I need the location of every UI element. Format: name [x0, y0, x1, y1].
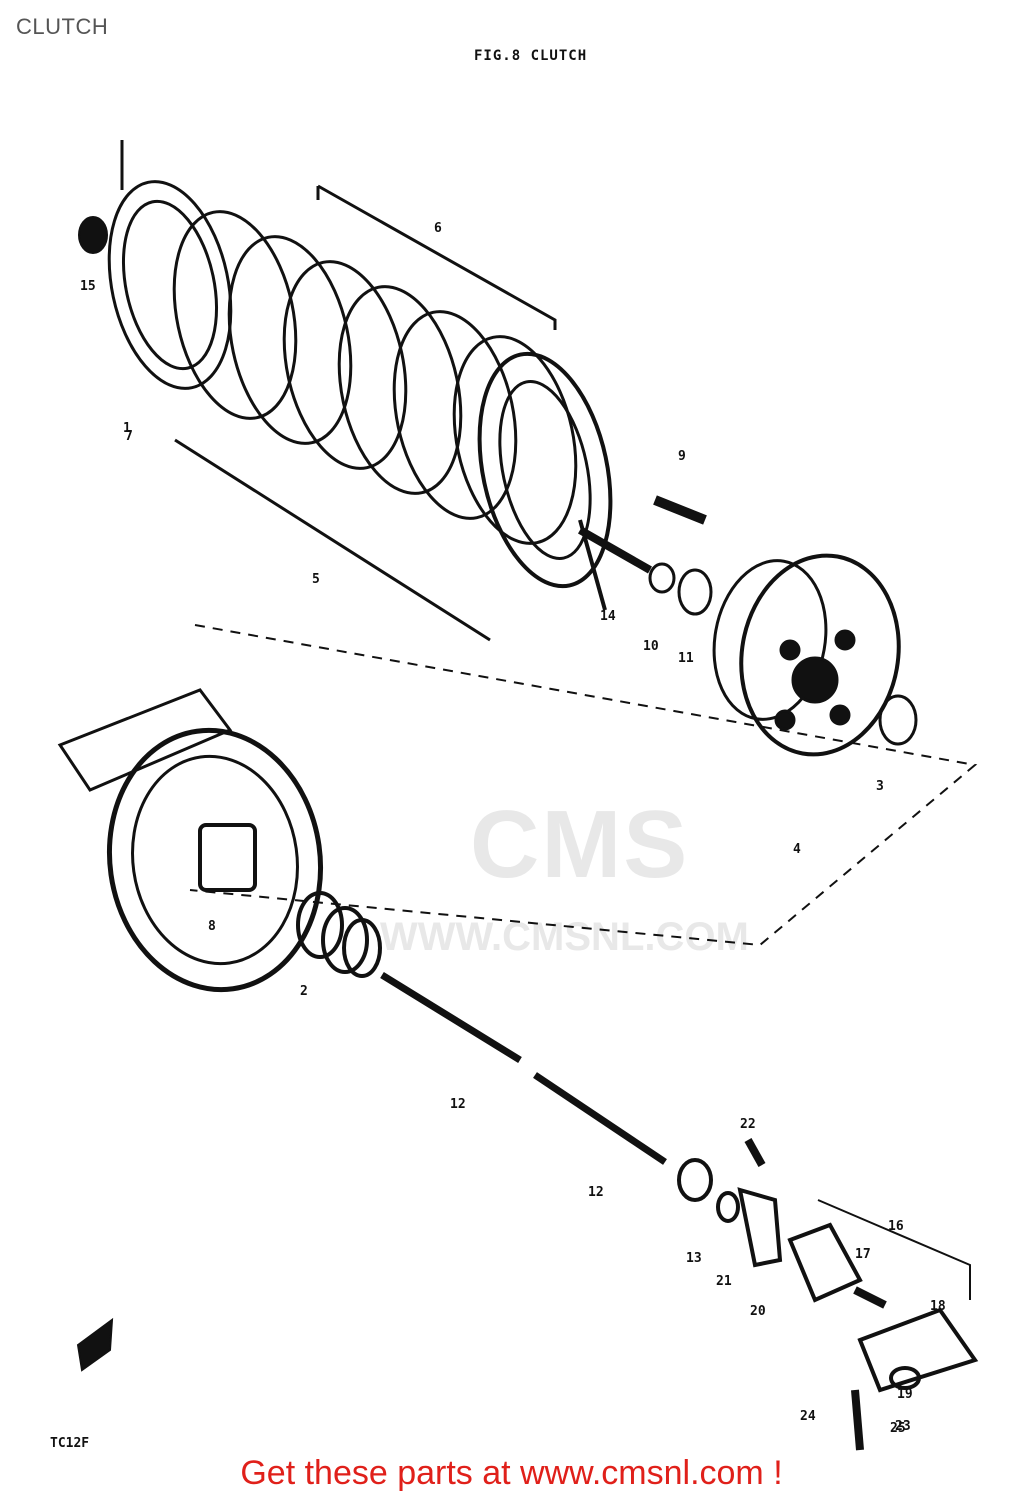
callout: 7: [125, 429, 133, 444]
callout: 19: [897, 1387, 913, 1402]
release-arm-20: [737, 1187, 783, 1268]
watermark-url: WWW.CMSNL.COM: [380, 915, 749, 959]
part-15: [78, 216, 108, 254]
clutch-plate-5: [392, 310, 518, 520]
callout: 1: [123, 421, 131, 436]
figure-title: FIG.8 CLUTCH: [474, 48, 588, 64]
callout: 17: [855, 1247, 871, 1262]
clutch-plate-1: [172, 210, 298, 420]
clutch-plate-7: [477, 351, 613, 589]
bolt-22: [744, 1138, 766, 1167]
ring-2a: [296, 891, 344, 959]
callout: 3: [876, 779, 884, 794]
callout: 13: [686, 1251, 702, 1266]
release-screw-18: [857, 1307, 979, 1393]
callout: 15: [80, 279, 96, 294]
callout: 16: [888, 1219, 904, 1234]
clutch-plate-2: [227, 235, 353, 445]
oil-seal-13: [677, 1158, 713, 1202]
washer-3: [878, 694, 918, 746]
footer-link-text[interactable]: Get these parts at www.cmsnl.com !: [240, 1454, 783, 1492]
figure-code: TC12F: [50, 1436, 90, 1451]
clutch-plate-3: [282, 260, 408, 470]
callout: 8: [208, 919, 216, 934]
callout: 2: [300, 984, 308, 999]
callout: 23: [895, 1419, 911, 1434]
clutch-hub: [739, 553, 901, 757]
clutch-housing: [106, 727, 324, 993]
pressure-plate: [107, 180, 233, 390]
callout: 18: [930, 1299, 946, 1314]
part-21: [716, 1191, 740, 1223]
callout: 4: [793, 842, 801, 857]
push-rod-2: [533, 1072, 667, 1165]
callout: 12: [450, 1097, 466, 1112]
callout: 24: [800, 1409, 816, 1424]
bolt-24: [851, 1389, 864, 1451]
callout: 5: [312, 572, 320, 587]
callout: 10: [643, 639, 659, 654]
washer-11: [677, 568, 713, 616]
watermark-logo: CMS: [470, 791, 690, 898]
ring-2b: [321, 906, 369, 974]
clutch-plate-4: [337, 285, 463, 495]
callout: 20: [750, 1304, 766, 1319]
callout: 11: [678, 651, 694, 666]
callout-labels: 1 2 3 4 5 6 7 8 9 10 11 12 12 13 14 15 1…: [80, 221, 946, 1436]
callout: 9: [678, 449, 686, 464]
callout: 12: [588, 1185, 604, 1200]
page-title: CLUTCH: [16, 14, 109, 39]
spring-17: [853, 1286, 887, 1309]
callout: 22: [740, 1117, 756, 1132]
nut-25: [889, 1366, 921, 1390]
nut-10: [648, 562, 676, 594]
callout: 6: [434, 221, 442, 236]
release-body-16: [787, 1222, 863, 1303]
clutch-plate-6: [452, 335, 578, 545]
push-rod-1: [380, 972, 522, 1063]
callout: 14: [600, 609, 616, 624]
callout: 21: [716, 1274, 732, 1289]
callout: 25: [890, 1421, 906, 1436]
